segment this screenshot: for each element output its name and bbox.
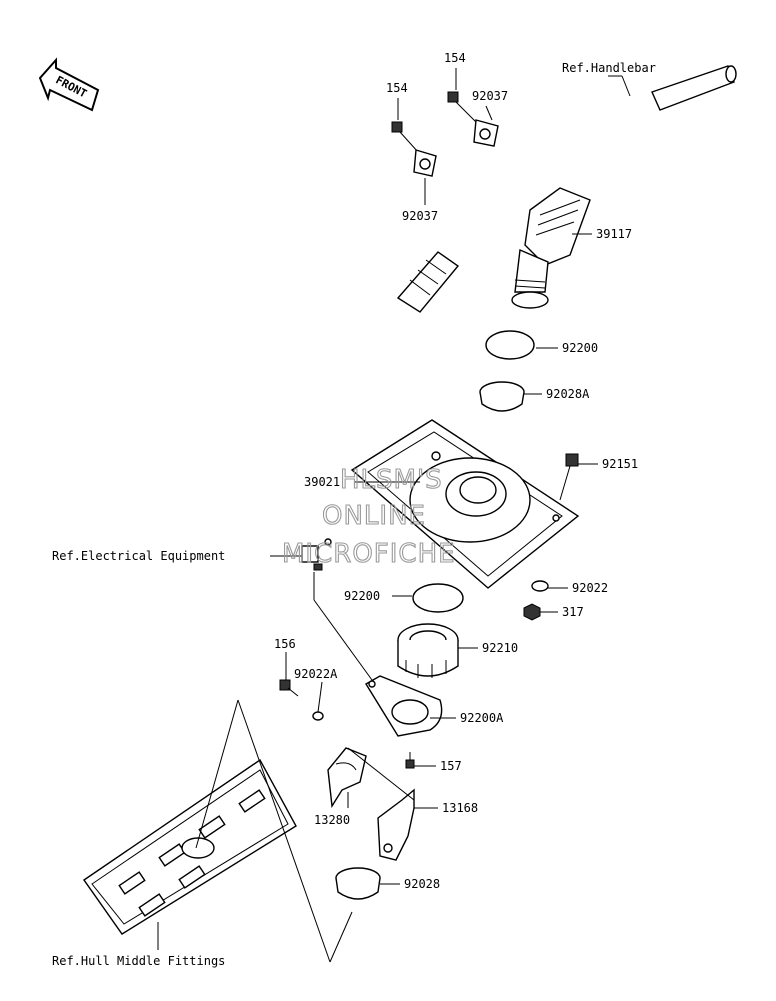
nut-92210 bbox=[397, 623, 459, 678]
part-label-39117: 39117 bbox=[596, 227, 632, 241]
part-label-92028A: 92028A bbox=[546, 387, 590, 401]
ref-hull-label: Ref.Hull Middle Fittings bbox=[52, 954, 225, 968]
part-label-317: 317 bbox=[562, 605, 584, 619]
boot-plate-39021 bbox=[350, 419, 580, 589]
part-label-156: 156 bbox=[274, 637, 296, 651]
bushing-92028A bbox=[479, 381, 525, 412]
part-label-92037-left: 92037 bbox=[402, 209, 438, 223]
part-label-92028: 92028 bbox=[404, 877, 440, 891]
part-label-154-right: 154 bbox=[444, 51, 466, 65]
handle-39117 bbox=[511, 187, 591, 309]
leader-lines bbox=[157, 68, 631, 963]
clamp-92037-left bbox=[413, 149, 437, 177]
sensor-electrical bbox=[301, 538, 332, 571]
watermark-line-2: ONLINE bbox=[322, 501, 426, 531]
bushing-92028 bbox=[335, 867, 381, 900]
part-label-92210: 92210 bbox=[482, 641, 518, 655]
part-label-13168: 13168 bbox=[442, 801, 478, 815]
part-label-92022: 92022 bbox=[572, 581, 608, 595]
ring-92200-top bbox=[485, 330, 535, 360]
bolt-156 bbox=[279, 679, 299, 697]
watermark: HLSM'S ONLINE MICROFICHE bbox=[281, 464, 456, 569]
part-label-13280: 13280 bbox=[314, 813, 350, 827]
nut-317 bbox=[523, 603, 541, 621]
hull-plate bbox=[83, 758, 297, 935]
handlebar bbox=[393, 65, 737, 313]
part-label-92151: 92151 bbox=[602, 457, 638, 471]
ring-92200-mid bbox=[412, 583, 464, 613]
washer-92022 bbox=[531, 580, 549, 592]
part-label-154-left: 154 bbox=[386, 81, 408, 95]
part-label-92037-right: 92037 bbox=[472, 89, 508, 103]
watermark-line-1: HLSM'S bbox=[340, 465, 443, 495]
watermark-line-3: MICROFICHE bbox=[282, 539, 456, 569]
ref-handlebar-label: Ref.Handlebar bbox=[562, 61, 656, 75]
clamp-92037-right bbox=[473, 119, 499, 147]
part-label-92200A: 92200A bbox=[460, 711, 504, 725]
front-arrow-badge: FRONT bbox=[38, 57, 100, 112]
arm-13168 bbox=[377, 788, 415, 861]
part-label-39021: 39021 bbox=[304, 475, 340, 489]
bolt-154-left bbox=[391, 121, 419, 153]
bolt-154-right bbox=[447, 91, 477, 123]
bolt-92151 bbox=[559, 453, 579, 501]
part-label-92022A: 92022A bbox=[294, 667, 338, 681]
part-label-157: 157 bbox=[440, 759, 462, 773]
bracket-92200A bbox=[365, 675, 443, 737]
part-label-92200-mid: 92200 bbox=[344, 589, 380, 603]
part-label-92200-top: 92200 bbox=[562, 341, 598, 355]
ref-electrical-label: Ref.Electrical Equipment bbox=[52, 549, 225, 563]
screw-157 bbox=[405, 752, 415, 769]
lever-13280 bbox=[327, 747, 367, 809]
washer-92022A bbox=[312, 711, 324, 721]
